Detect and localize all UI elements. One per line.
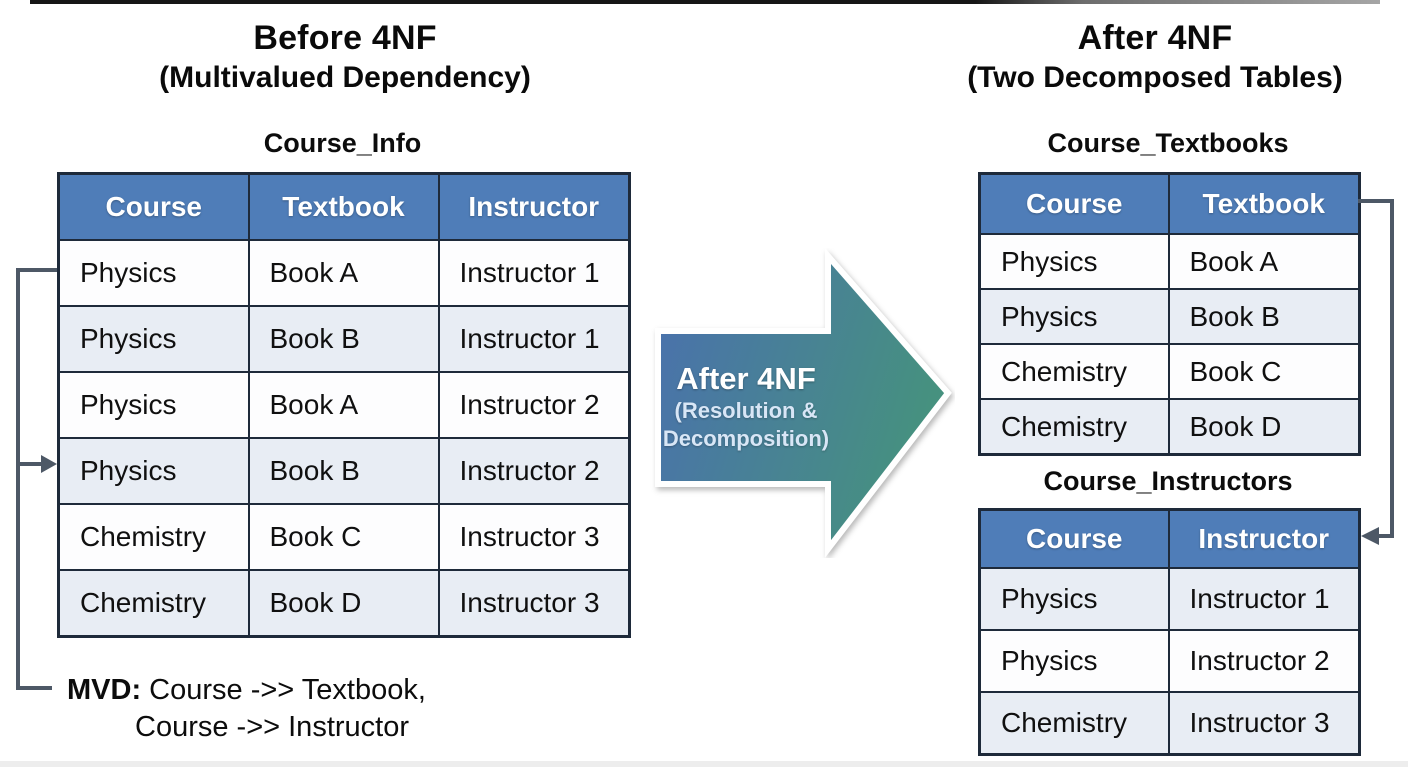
before-4nf-title: Before 4NF [253,19,437,57]
arrow-subtitle-line1: (Resolution & [674,397,818,423]
cell: Instructor 1 [437,239,631,307]
column-header-course: Course [978,508,1170,569]
column-header-course: Course [978,172,1170,235]
mvd-label: MVD: [67,674,142,706]
column-header-course: Course [57,172,250,241]
cell: Physics [978,567,1170,631]
course-info-table: Course Textbook Instructor Physics Book … [57,172,631,638]
header-row: Course Textbook [978,172,1361,235]
cell: Instructor 2 [437,371,631,439]
cell: Instructor 1 [1167,567,1361,631]
cell: Book B [247,305,440,373]
table-row: Physics Book B Instructor 1 [57,305,631,373]
course-instructors-table: Course Instructor Physics Instructor 1 P… [978,508,1361,756]
cell: Chemistry [978,398,1170,456]
cell: Physics [57,437,250,505]
after-4nf-heading: After 4NF (Two Decomposed Tables) [930,18,1380,96]
cell: Physics [978,233,1170,290]
right-arrowhead-icon [41,455,57,473]
cell: Physics [978,288,1170,345]
cell: Book A [1167,233,1361,290]
cell: Instructor 3 [1167,691,1361,756]
cell: Chemistry [978,343,1170,400]
top-artifact-bar [30,0,1380,4]
table-row: Chemistry Book C Instructor 3 [57,503,631,571]
header-row: Course Instructor [978,508,1361,569]
cell: Book D [1167,398,1361,456]
table-row: Physics Book A Instructor 2 [57,371,631,439]
after-4nf-title: After 4NF [1077,19,1233,57]
left-arrowhead-icon [1361,527,1379,545]
decomposition-link-line [1358,199,1394,538]
mvd-line2-text: Course ->> Instructor [135,711,409,744]
cell: Instructor 1 [437,305,631,373]
cell: Book B [247,437,440,505]
cell: Book D [247,569,440,638]
course-textbooks-table: Course Textbook Physics Book A Physics B… [978,172,1361,456]
cell: Book C [1167,343,1361,400]
mvd-line1: MVD: Course ->> Textbook, [67,672,426,709]
column-header-instructor: Instructor [437,172,631,241]
cell: Book A [247,371,440,439]
column-header-instructor: Instructor [1167,508,1361,569]
cell: Book B [1167,288,1361,345]
before-4nf-subtitle: (Multivalued Dependency) [159,60,531,94]
table-row: Chemistry Book D Instructor 3 [57,569,631,638]
cell: Instructor 2 [1167,629,1361,693]
cell: Physics [978,629,1170,693]
cell: Physics [57,371,250,439]
course-instructors-table-name: Course_Instructors [1043,466,1293,496]
bottom-artifact-bar [0,761,1408,767]
cell: Book C [247,503,440,571]
cell: Instructor 3 [437,569,631,638]
table-row: Chemistry Book C [978,343,1361,400]
arrow-title: After 4NF [676,360,816,396]
table-row: Physics Instructor 2 [978,629,1361,693]
cell: Instructor 3 [437,503,631,571]
cell: Chemistry [57,503,250,571]
column-header-textbook: Textbook [1167,172,1361,235]
table-row: Chemistry Instructor 3 [978,691,1361,756]
cell: Book A [247,239,440,307]
course-textbooks-table-name: Course_Textbooks [1047,128,1289,158]
before-4nf-heading: Before 4NF (Multivalued Dependency) [45,18,645,96]
cell: Chemistry [57,569,250,638]
column-header-textbook: Textbook [247,172,440,241]
cell: Physics [57,305,250,373]
table-row: Physics Book B Instructor 2 [57,437,631,505]
cell: Chemistry [978,691,1170,756]
arrow-label: After 4NF (Resolution & Decomposition) [653,352,839,462]
table-row: Physics Instructor 1 [978,567,1361,631]
mvd-bracket-line [16,268,57,690]
table-row: Chemistry Book D [978,398,1361,456]
course-info-table-name: Course_Info [263,128,422,158]
table-row: Physics Book A [978,233,1361,290]
header-row: Course Textbook Instructor [57,172,631,241]
table-row: Physics Book B [978,288,1361,345]
cell: Instructor 2 [437,437,631,505]
table-row: Physics Book A Instructor 1 [57,239,631,307]
mvd-note: MVD: Course ->> Textbook, Course ->> Ins… [67,672,426,746]
mvd-line1-text: Course ->> Textbook, [141,674,426,706]
arrow-subtitle-line2: Decomposition) [662,426,830,451]
after-4nf-subtitle: (Two Decomposed Tables) [967,60,1343,94]
transition-arrow-icon [655,248,952,558]
cell: Physics [57,239,250,307]
